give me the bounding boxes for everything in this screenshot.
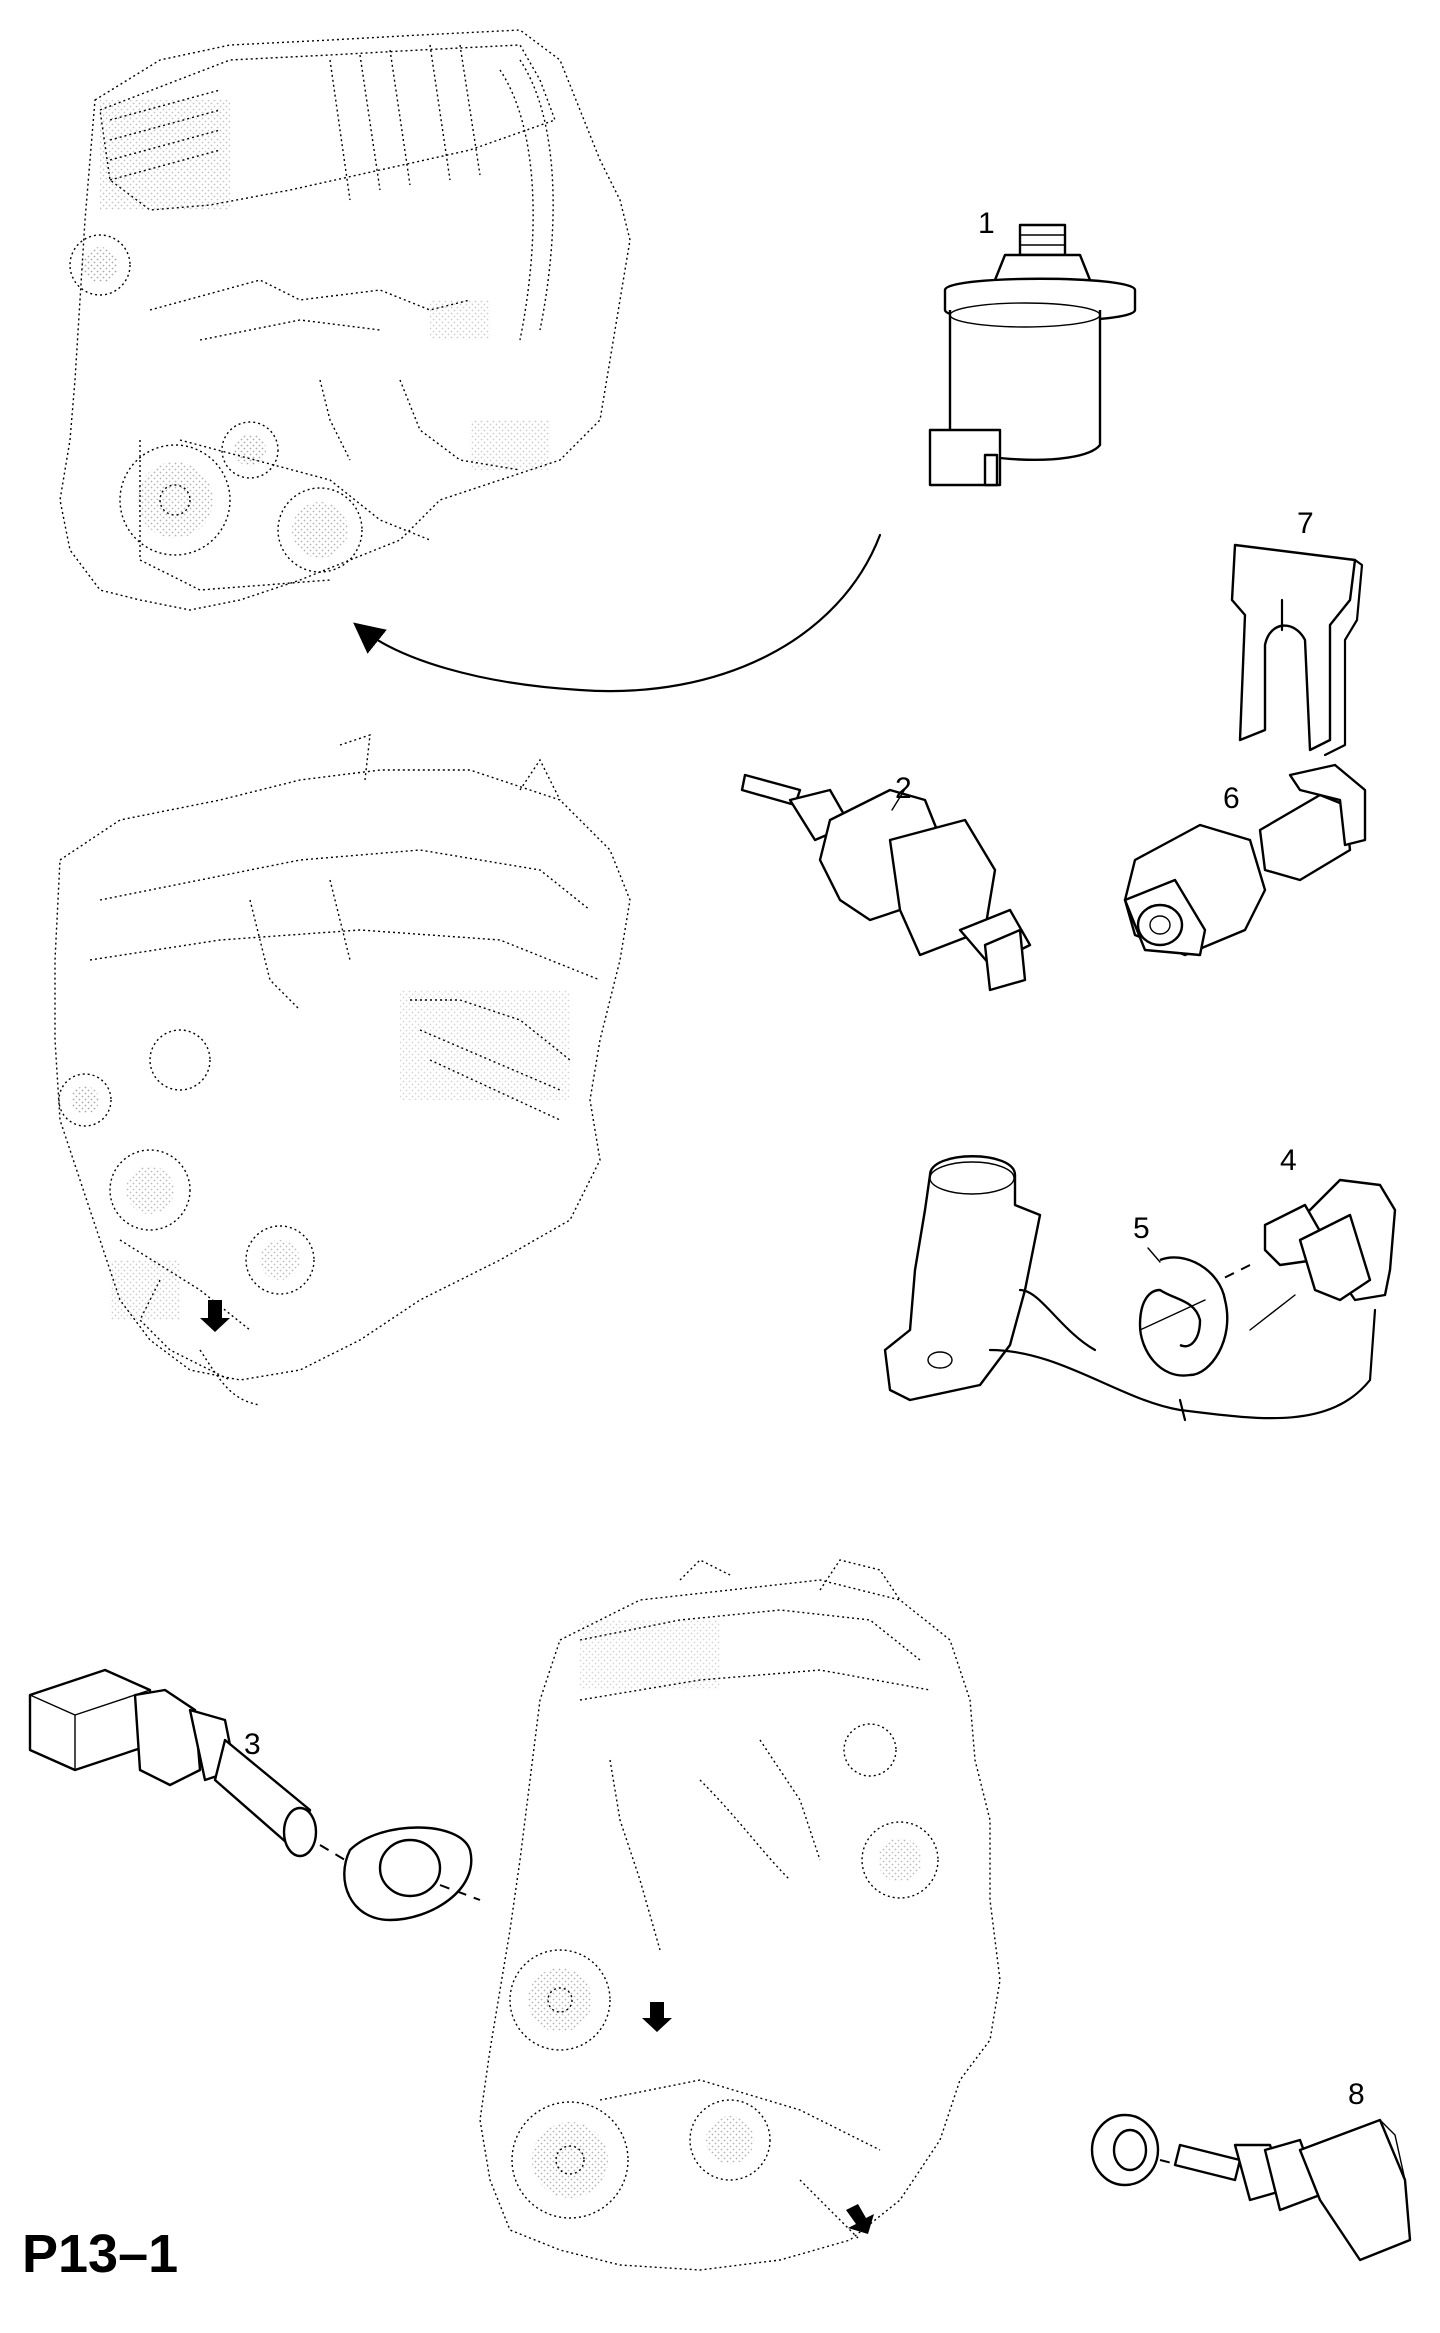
leader-line-2 [891,788,906,811]
engine-illustration-middle [54,733,631,1406]
sensor-position-marker [642,2002,672,2032]
leader-line-4 [1249,1294,1296,1331]
callout-6: 6 [1223,782,1240,815]
sensor-position-marker [200,1300,230,1332]
callout-7: 7 [1297,507,1314,540]
part-4-5-sensor-with-lead [883,1155,1397,1422]
callout-1: 1 [978,207,995,240]
engine-illustration-top [59,29,631,611]
callout-5: 5 [1133,1212,1150,1245]
callout-2: 2 [895,772,912,805]
install-location-arrow [353,533,882,693]
part-2-temperature-sensor [740,773,1032,992]
leader-line-5 [1147,1247,1161,1263]
part-1-oil-pressure-switch [928,223,1137,487]
page-code: P13–1 [22,2224,179,2284]
callout-4: 4 [1280,1144,1297,1177]
callout-3: 3 [244,1728,261,1761]
engine-illustration-bottom [479,1559,1001,2271]
part-7-retaining-clip [1230,543,1364,757]
part-6-pressure-sensor [1123,763,1367,957]
callout-8: 8 [1348,2078,1365,2111]
part-3-coolant-temperature-sender [28,1668,481,1922]
sensor-position-marker [846,2204,874,2234]
part-8-temperature-sensor [1090,2113,1412,2262]
